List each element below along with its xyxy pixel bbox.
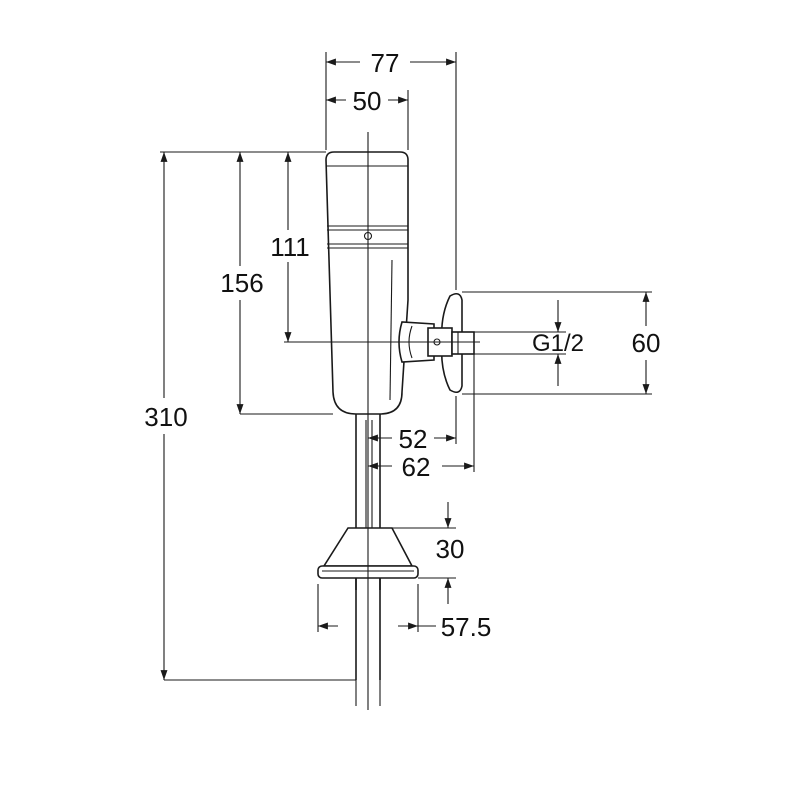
dim-label-30: 30 xyxy=(436,534,465,564)
dim-label-52: 52 xyxy=(399,424,428,454)
dim-label-310: 310 xyxy=(144,402,187,432)
valve-body xyxy=(325,151,409,415)
thread-size-label: G1/2 xyxy=(532,330,584,357)
dimension-total-height: 310 xyxy=(144,152,356,681)
dimension-height-111: 111 xyxy=(270,152,310,342)
dimension-offset-52: 52 xyxy=(368,396,457,454)
inlet-connection xyxy=(398,292,475,394)
thread-dimension: G1/2 xyxy=(474,300,584,386)
dim-label-60: 60 xyxy=(632,328,661,358)
dim-label-111: 111 xyxy=(270,232,310,262)
dimension-connection-60: 60 xyxy=(462,291,661,395)
centerlines xyxy=(284,132,480,710)
dimension-overall-width: 77 xyxy=(325,48,457,290)
dimension-flange-width: 57.5 xyxy=(317,584,492,642)
dim-label-77: 77 xyxy=(371,48,400,78)
dimension-offset-62: 62 xyxy=(368,354,475,482)
dim-label-50: 50 xyxy=(353,86,382,116)
dim-label-62: 62 xyxy=(402,452,431,482)
dim-label-57-5: 57.5 xyxy=(441,612,492,642)
dim-label-156: 156 xyxy=(220,268,263,298)
dimension-flange-height: 30 xyxy=(392,502,464,604)
dimension-body-width: 50 xyxy=(326,86,409,150)
dimension-height-156: 156 xyxy=(220,152,333,415)
